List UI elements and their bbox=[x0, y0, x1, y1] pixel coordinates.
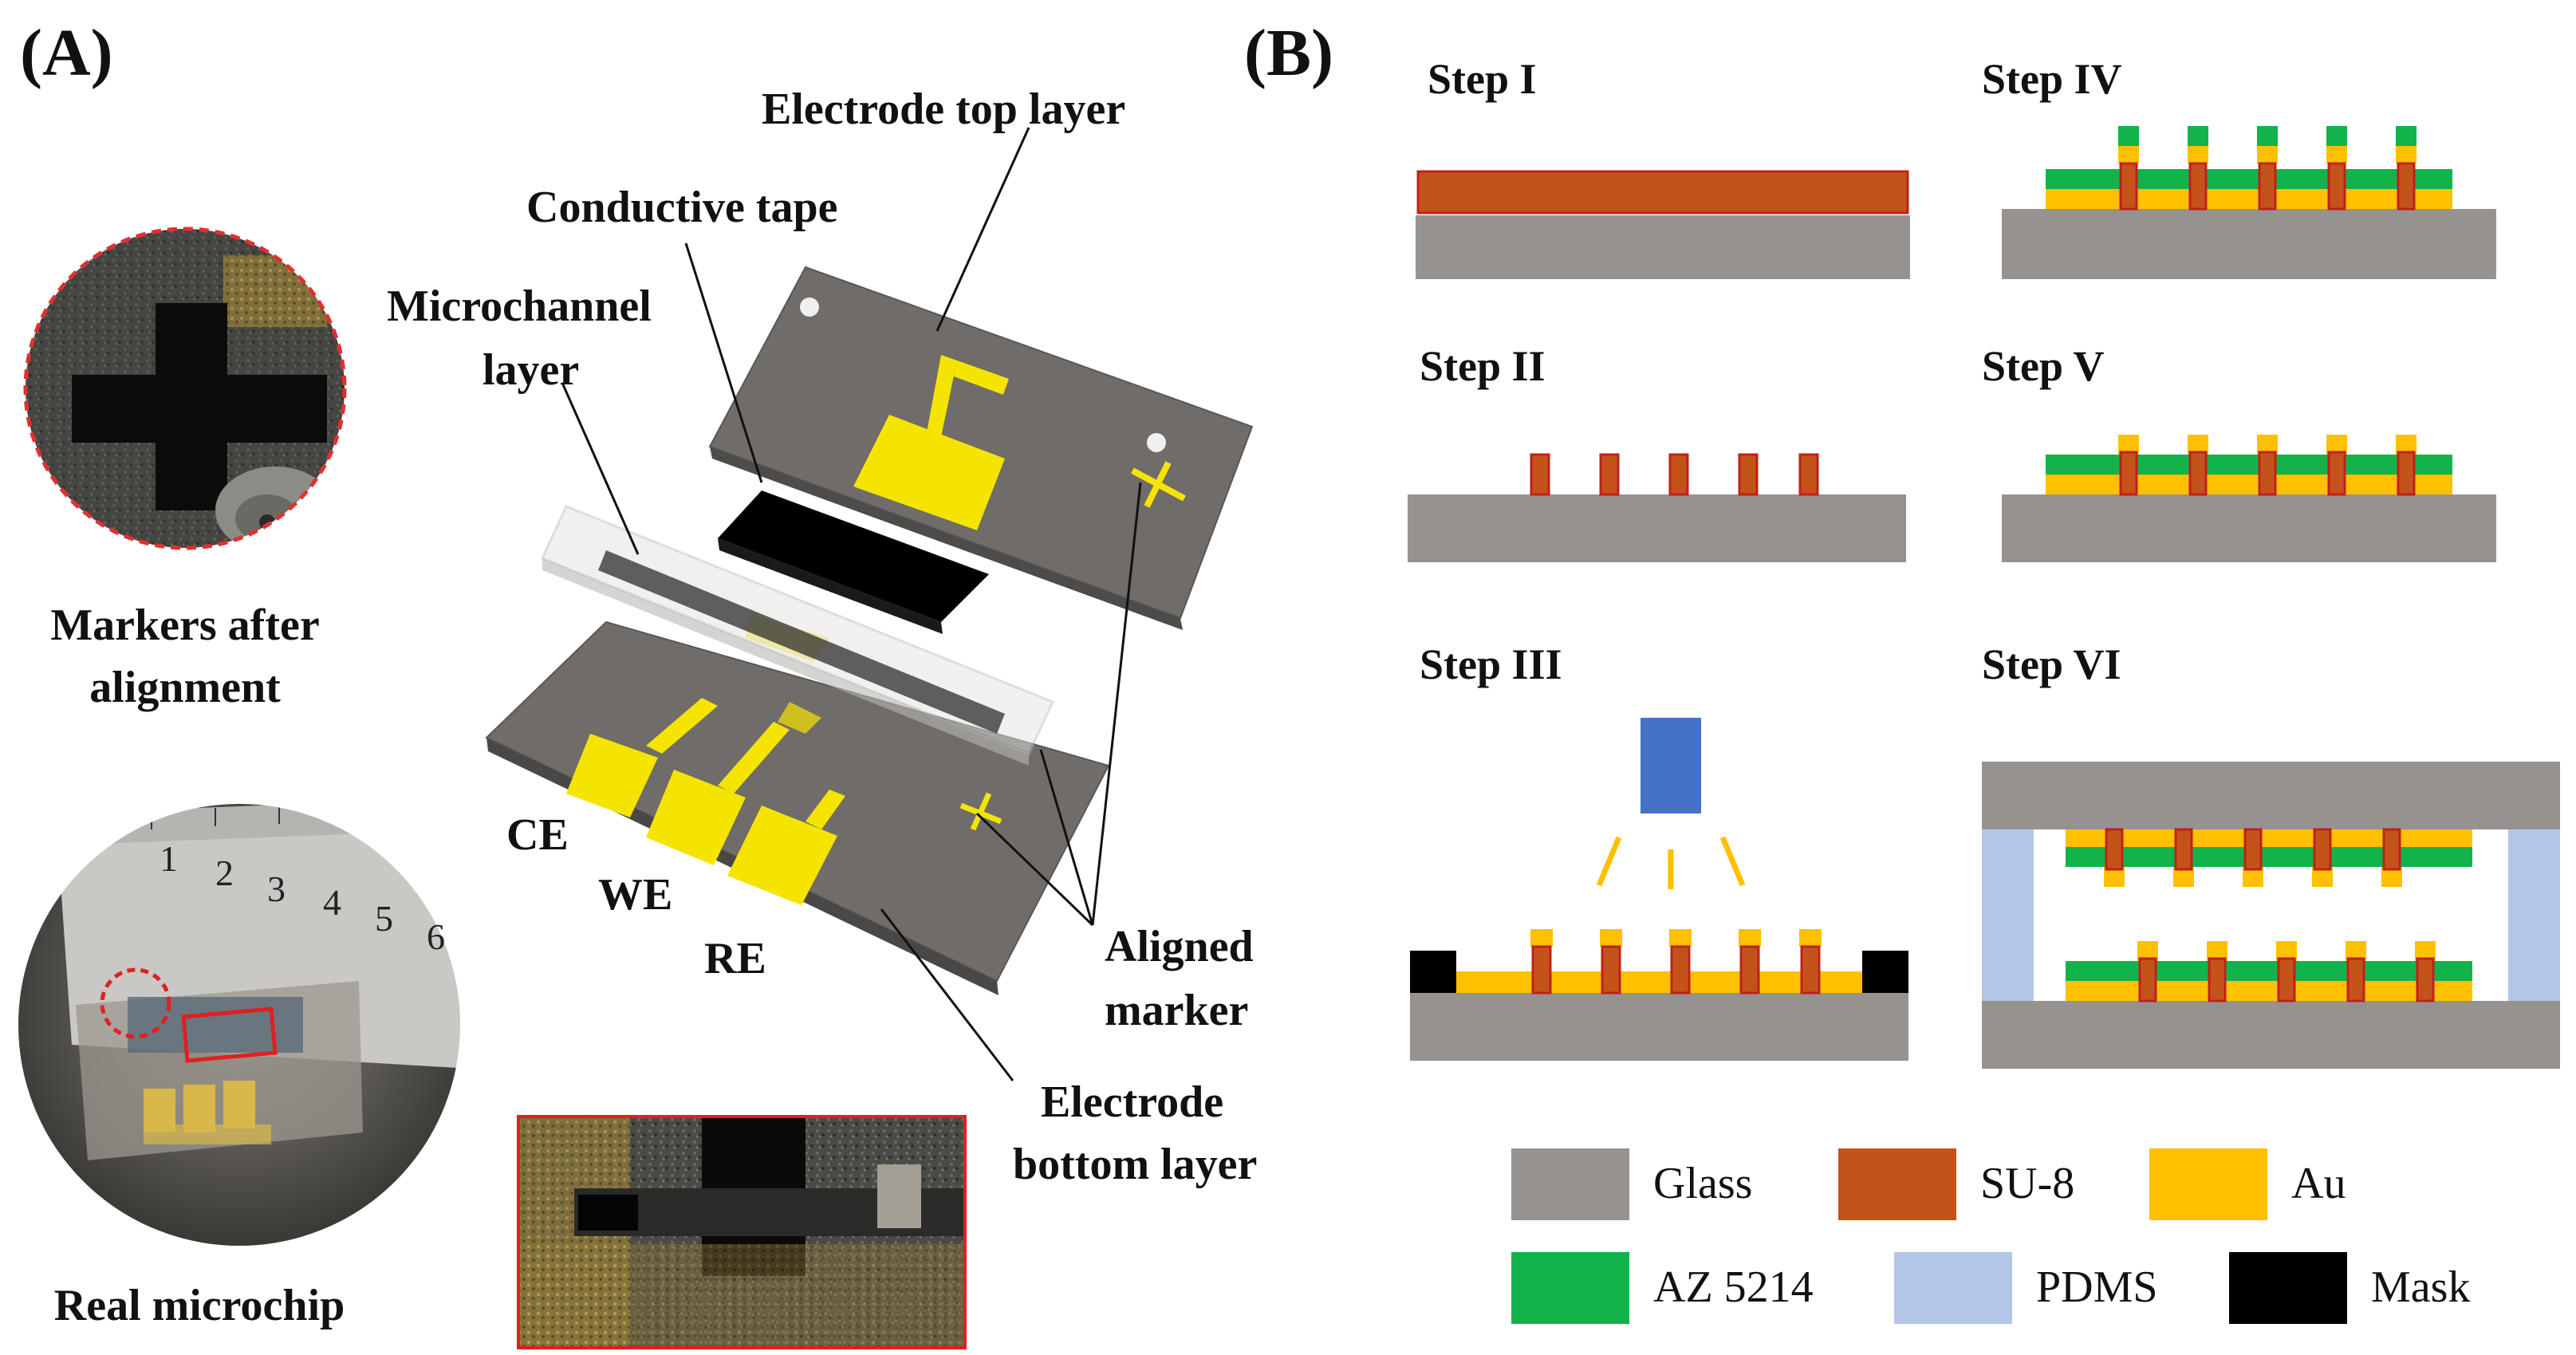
legend-label-glass: Glass bbox=[1653, 1159, 1753, 1208]
electrode-bottom-label-line1: Electrode bbox=[1041, 1077, 1224, 1127]
step-3-title: Step III bbox=[1420, 640, 1562, 688]
legend-swatch-su8 bbox=[1838, 1148, 1956, 1220]
step-4-diagram bbox=[2002, 126, 2496, 279]
step-1-diagram bbox=[1416, 170, 1910, 279]
step-1-title: Step I bbox=[1428, 55, 1537, 103]
re-label: RE bbox=[704, 934, 766, 983]
exploded-microchip-view bbox=[485, 266, 1254, 995]
step-4-title: Step IV bbox=[1982, 55, 2122, 103]
electrode-bottom-layer-plate bbox=[485, 614, 1110, 995]
legend-label-mask: Mask bbox=[2371, 1262, 2471, 1312]
electrode-bottom-label-line2: bottom layer bbox=[1013, 1140, 1258, 1189]
step-5-title: Step V bbox=[1982, 342, 2105, 390]
legend-label-su8: SU-8 bbox=[1980, 1159, 2075, 1208]
legend-swatches bbox=[1511, 1148, 2347, 1324]
ruler-number-3: 3 bbox=[267, 869, 286, 909]
markers-caption-line1: Markers after bbox=[50, 601, 320, 650]
channel-inset-photo bbox=[517, 1115, 967, 1349]
ce-label: CE bbox=[506, 810, 569, 860]
legend-swatch-glass bbox=[1511, 1148, 1629, 1220]
microchannel-label-line1: Microchannel bbox=[387, 282, 652, 331]
step-2-title: Step II bbox=[1420, 342, 1546, 390]
panel-b-letter: (B) bbox=[1244, 16, 1333, 90]
step-2-diagram bbox=[1408, 453, 1906, 562]
callout-lines bbox=[561, 127, 1142, 1081]
ruler-number-1: 1 bbox=[160, 838, 178, 879]
we-label: WE bbox=[598, 870, 673, 920]
panel-a-letter: (A) bbox=[20, 16, 113, 90]
ruler-number-4: 4 bbox=[323, 882, 341, 923]
conductive-tape-block bbox=[718, 490, 989, 634]
legend-swatch-au bbox=[2149, 1148, 2267, 1220]
real-microchip-photo bbox=[17, 802, 462, 1247]
microchip-caption: Real microchip bbox=[53, 1281, 345, 1330]
microchannel-label-line2: layer bbox=[483, 345, 580, 395]
ruler-number-6: 6 bbox=[427, 916, 445, 957]
markers-alignment-photo bbox=[23, 226, 347, 550]
step-6-diagram bbox=[1982, 762, 2560, 1069]
aligned-marker-label-line2: marker bbox=[1105, 986, 1249, 1035]
legend-swatch-az5214 bbox=[1511, 1252, 1629, 1324]
step-6-title: Step VI bbox=[1982, 640, 2121, 688]
aligned-marker-label-line1: Aligned bbox=[1105, 922, 1254, 971]
step-3-diagram bbox=[1410, 718, 1908, 1061]
microchannel-layer-slab bbox=[540, 505, 1055, 766]
legend-label-pdms: PDMS bbox=[2036, 1262, 2158, 1312]
conductive-tape-label: Conductive tape bbox=[526, 183, 838, 232]
ruler-number-2: 2 bbox=[215, 853, 234, 893]
ruler-number-5: 5 bbox=[375, 898, 393, 939]
step-5-diagram bbox=[2002, 435, 2496, 562]
legend-label-au: Au bbox=[2291, 1159, 2346, 1208]
electrode-top-layer-plate bbox=[708, 266, 1254, 630]
legend-swatch-mask bbox=[2229, 1252, 2347, 1324]
electrode-top-layer-label: Electrode top layer bbox=[762, 85, 1126, 134]
markers-caption-line2: alignment bbox=[89, 663, 281, 712]
legend-label-az5214: AZ 5214 bbox=[1653, 1262, 1814, 1312]
legend-swatch-pdms bbox=[1894, 1252, 2012, 1324]
